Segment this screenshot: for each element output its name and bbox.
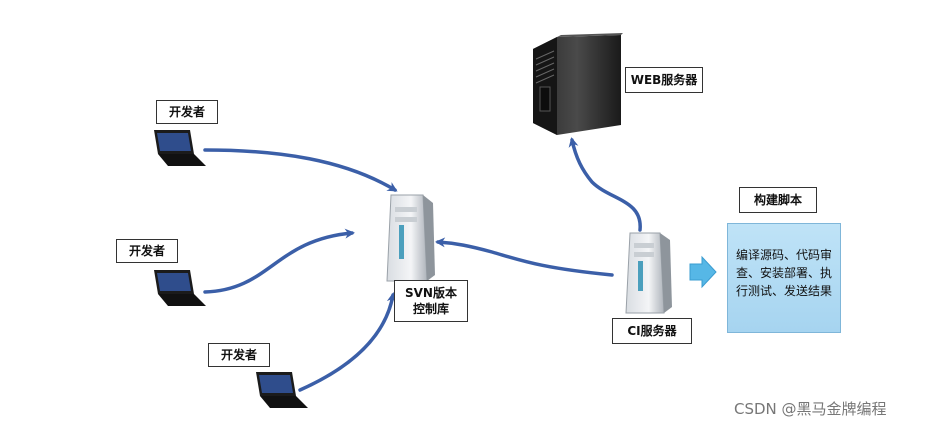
- laptop-icon: [256, 372, 308, 408]
- build-arrow-icon: [689, 255, 717, 289]
- arrow-ci-to-svn: [435, 237, 614, 277]
- developer-label: 开发者: [116, 239, 178, 263]
- arrow-ci-to-web: [568, 137, 642, 232]
- developer-label: 开发者: [156, 100, 218, 124]
- web-server-icon: [533, 33, 623, 135]
- svn-label-line2: 控制库: [412, 302, 449, 316]
- watermark: CSDN @黑马金牌编程: [734, 400, 887, 418]
- laptop-icon: [154, 130, 206, 166]
- build-script-title: 构建脚本: [739, 187, 817, 213]
- laptop-icon: [154, 270, 206, 306]
- build-script-text: 编译源码、代码审查、安装部署、执行测试、发送结果: [736, 248, 833, 298]
- ci-server-icon: [625, 232, 672, 314]
- arrow-dev1-to-svn: [203, 148, 398, 192]
- svn-label: SVN版本 控制库: [394, 280, 468, 322]
- svn-label-line1: SVN版本: [405, 286, 457, 300]
- arrow-dev2-to-svn: [203, 228, 355, 294]
- svn-server-icon: [386, 194, 435, 282]
- arrow-dev3-to-svn: [298, 292, 397, 392]
- ci-server-label: CI服务器: [612, 318, 692, 344]
- build-script-box: 编译源码、代码审查、安装部署、执行测试、发送结果: [727, 223, 841, 333]
- web-server-label: WEB服务器: [625, 67, 703, 93]
- developer-label: 开发者: [208, 343, 270, 367]
